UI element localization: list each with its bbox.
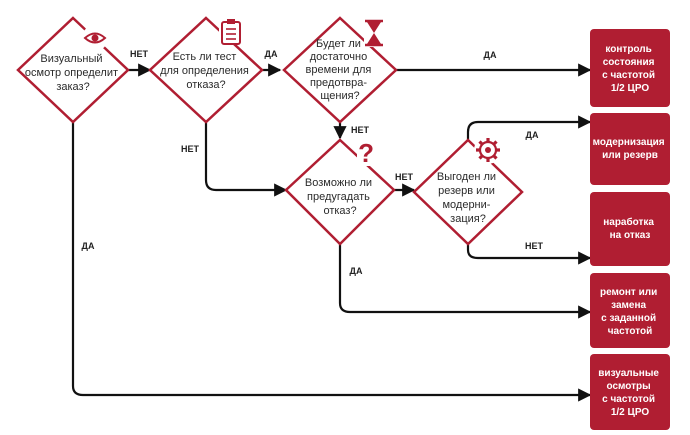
gear-icon <box>474 136 502 164</box>
hourglass-icon <box>364 19 384 47</box>
outcome-o4-text: ремонт или замена с заданной частотой <box>600 287 660 337</box>
svg-text:?: ? <box>358 138 374 168</box>
label-d2-d4: НЕТ <box>181 144 200 154</box>
question-mark-icon: ? <box>357 138 375 168</box>
edge-d5-o2 <box>466 115 592 140</box>
decision-d4: Возможно ли предугадать отказ? <box>284 138 396 246</box>
eye-icon <box>82 25 108 51</box>
label-d4-d5: НЕТ <box>395 172 414 182</box>
edge-d2-d4 <box>204 122 288 197</box>
label-d3-d4: НЕТ <box>351 125 370 135</box>
outcome-o5: визуальные осмотры с частотой 1/2 ЦРО <box>590 354 670 430</box>
decision-d1: Визуальный осмотр определит заказ? <box>16 16 130 124</box>
edge-labels: НЕТ ДА ДА НЕТ НЕТ НЕТ ДА НЕТ ДА ДА <box>82 49 544 276</box>
label-d2-d3: ДА <box>265 49 278 59</box>
label-d4-o4: ДА <box>350 266 363 276</box>
edge-d4-o4 <box>338 244 592 319</box>
decision-d3-text: Будет ли достаточно времени для предотвр… <box>306 38 375 102</box>
outcome-o2: модернизация или резерв <box>590 113 670 185</box>
decision-d4-text: Возможно ли предугадать отказ? <box>305 177 375 217</box>
decision-d5: Выгоден ли резерв или модерни- зация? <box>412 138 524 246</box>
outcome-o2-text: модернизация или резерв <box>593 137 668 161</box>
label-d5-o3: НЕТ <box>525 241 544 251</box>
decision-d1-text: Визуальный осмотр определит заказ? <box>25 53 121 93</box>
label-d3-o1: ДА <box>484 50 497 60</box>
label-d5-o2: ДА <box>526 130 539 140</box>
decision-d5-text: Выгоден ли резерв или модерни- зация? <box>437 171 499 225</box>
label-d1-o5: ДА <box>82 241 95 251</box>
clipboard-icon <box>219 19 243 45</box>
connectors <box>71 63 592 402</box>
decision-d2: Есть ли тест для определения отказа? <box>148 16 264 124</box>
edge-d5-o3 <box>466 244 592 265</box>
outcome-o5-text: визуальные осмотры с частотой 1/2 ЦРО <box>598 368 661 418</box>
outcome-o3: наработка на отказ <box>590 192 670 266</box>
label-d1-d2: НЕТ <box>130 49 149 59</box>
edge-d1-o5 <box>71 122 592 402</box>
outcome-o4: ремонт или замена с заданной частотой <box>590 273 670 348</box>
outcome-o1-text: контроль состояния с частотой 1/2 ЦРО <box>602 44 658 94</box>
outcome-o1: контроль состояния с частотой 1/2 ЦРО <box>590 29 670 107</box>
decision-d2-text: Есть ли тест для определения отказа? <box>160 51 252 91</box>
outcome-o3-text: наработка на отказ <box>603 216 657 241</box>
